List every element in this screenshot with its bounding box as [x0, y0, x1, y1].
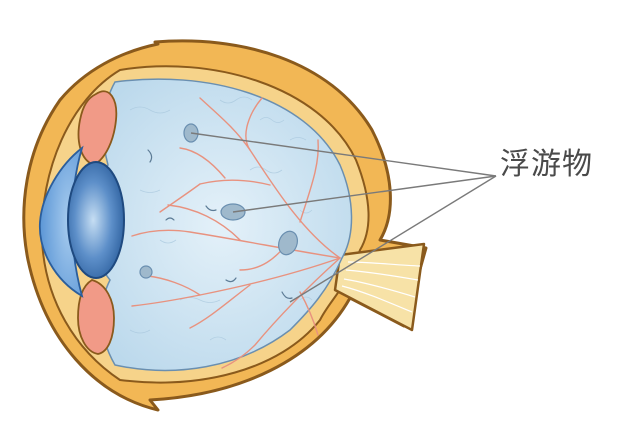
floaters-label: 浮游物: [500, 147, 593, 182]
floater-4: [139, 265, 153, 279]
floater-threads: [147, 149, 293, 299]
ciliary-body-lower: [77, 279, 115, 355]
lens: [67, 161, 125, 279]
retinal-blood-vessels: [131, 97, 341, 369]
leader-lines: [190, 132, 497, 303]
optic-nerve: [333, 242, 426, 332]
floater-3: [277, 230, 299, 256]
